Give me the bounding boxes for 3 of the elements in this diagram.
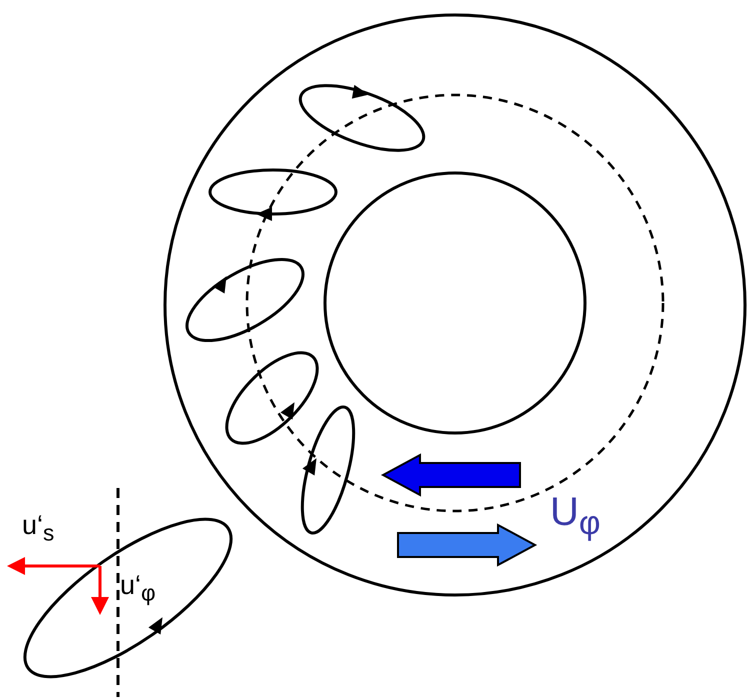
velocity-label: U$_{φ}$ — [550, 492, 601, 540]
velocity-label: u‘$_{φ}$ — [120, 572, 156, 605]
velocity-label: u‘$_{s}$ — [22, 512, 54, 545]
